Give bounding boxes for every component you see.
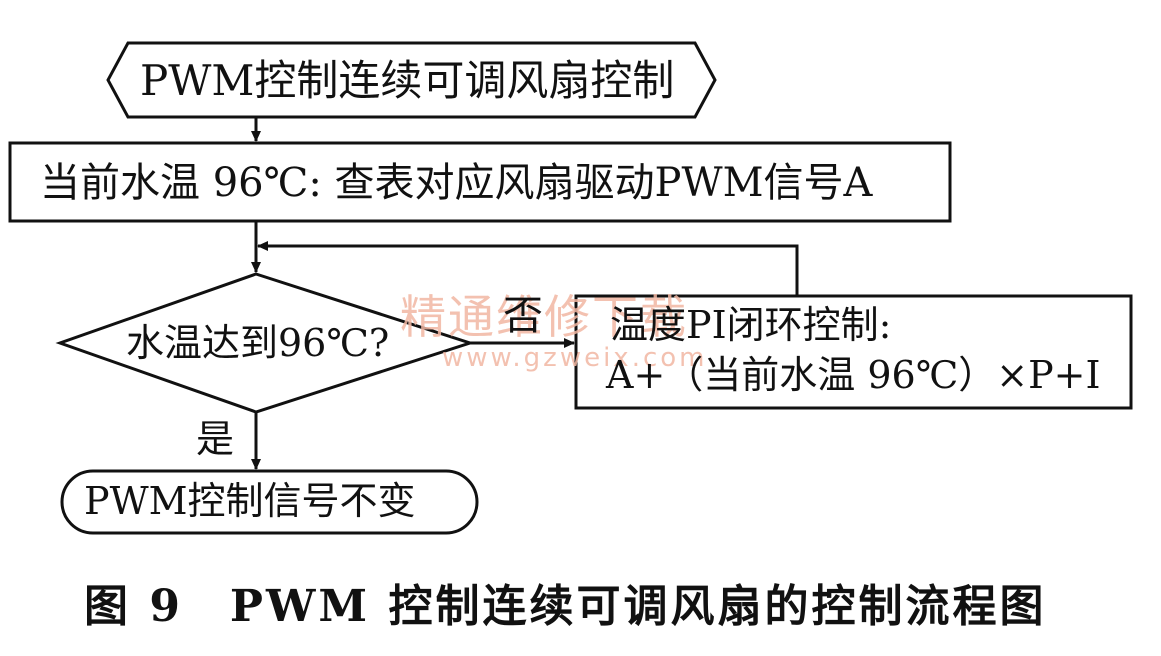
watermark-url: www.gzweix.com (442, 343, 708, 373)
start-node-text: PWM控制连续可调风扇控制 (140, 56, 675, 105)
edge-label-yes: 是 (196, 417, 235, 461)
pi-control-node-shape (574, 294, 1133, 410)
lookup-node-shape (8, 141, 952, 223)
edge-label-no: 否 (503, 293, 543, 339)
pi-control-line1: 温度PI闭环控制: (610, 303, 892, 347)
decision-node-text: 水温达到96℃? (126, 321, 390, 365)
watermark-title: 精通维修下载 (400, 290, 688, 344)
start-node-shape (106, 41, 717, 119)
figure-caption: 图 9 PWM 控制连续可调风扇的控制流程图 (84, 581, 1047, 632)
end-node-text: PWM控制信号不变 (84, 479, 416, 523)
lookup-node-text: 当前水温 96℃: 查表对应风扇驱动PWM信号A (40, 160, 873, 206)
end-node-shape (60, 469, 479, 535)
edge-feedback-loop (257, 241, 799, 296)
pi-control-line2: A+（当前水温 96℃）×P+I (606, 353, 1101, 397)
